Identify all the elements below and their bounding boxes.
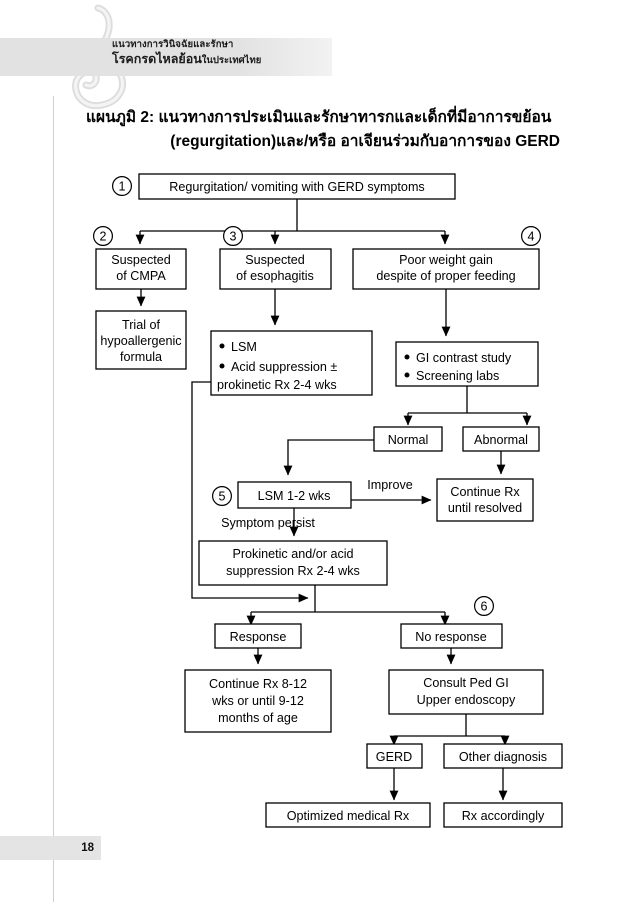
node-lsm12-box — [237, 481, 352, 509]
node-cmpa-line-1: Suspected — [111, 253, 171, 267]
node-gi-bullet-1: GI contrast study — [416, 351, 512, 365]
edge-normal-to-lsm12 — [283, 439, 374, 476]
marker-6-label: 6 — [481, 600, 488, 614]
marker-4-circle — [520, 226, 541, 247]
node-prokinetic-box — [198, 540, 388, 586]
node-consult-line-1: Consult Ped GI — [423, 676, 508, 690]
node-lsm-bullet-1: LSM — [231, 340, 257, 354]
node-abnormal-label: Abnormal — [474, 433, 528, 447]
node-esophagitis-line-2: of esophagitis — [236, 269, 314, 283]
node-weight-line-2: despite of proper feeding — [376, 269, 515, 283]
node-lsm-box — [210, 330, 373, 396]
node-cont812-line-2: wks or until 9-12 — [211, 694, 304, 708]
node-continue-line-2: until resolved — [448, 501, 522, 515]
node-no-response-label: No response — [415, 630, 486, 644]
page-title: แผนภูมิ 2: แนวทางการประเมินและรักษาทารกแ… — [86, 106, 564, 153]
node-optimized-box — [265, 802, 431, 828]
node-optimized-label: Optimized medical Rx — [287, 809, 410, 823]
node-esophagitis-line-1: Suspected — [245, 253, 305, 267]
node-trial-line-2: hypoallergenic — [100, 334, 181, 348]
marker-1-circle — [111, 176, 132, 197]
page-title-line-1: แผนภูมิ 2: แนวทางการประเมินและรักษาทารกแ… — [86, 109, 552, 126]
bullet-icon — [404, 354, 410, 360]
edge-lsm-return — [191, 381, 309, 603]
node-normal-label: Normal — [388, 433, 429, 447]
node-gerd-label: GERD — [376, 750, 412, 764]
node-cmpa-line-2: of CMPA — [116, 269, 166, 283]
header-line-2: โรคกรดไหลย้อนในประเทศไทย — [112, 52, 332, 67]
node-continue-line-1: Continue Rx — [450, 485, 520, 499]
node-cont812-line-3: months of age — [218, 711, 298, 725]
bullet-icon — [219, 343, 225, 349]
node-cont812-line-1: Continue Rx 8-12 — [209, 677, 307, 691]
node-cont812-box — [184, 669, 332, 733]
marker-1-label: 1 — [119, 180, 126, 194]
node-consult-line-2: Upper endoscopy — [417, 693, 516, 707]
edge-label-symptom-persist: Symptom persist — [221, 516, 315, 530]
node-normal-box — [373, 426, 443, 452]
marker-5-label: 5 — [219, 490, 226, 504]
node-response-box — [214, 623, 302, 649]
header-line-1: แนวทางการวินิจฉัยและรักษา — [112, 39, 234, 50]
node-continue-box — [436, 478, 534, 522]
header-band — [0, 38, 332, 76]
bullet-icon — [404, 372, 410, 378]
marker-5-circle — [212, 486, 233, 507]
node-other-dx-box — [443, 743, 563, 769]
header-title: แนวทางการวินิจฉัยและรักษา โรคกรดไหลย้อนใ… — [112, 39, 332, 67]
node-abnormal-box — [462, 426, 540, 452]
node-other-dx-label: Other diagnosis — [459, 750, 547, 764]
marker-4-label: 4 — [528, 230, 535, 244]
node-lsm-bullet-2-cont: prokinetic Rx 2-4 wks — [217, 378, 337, 392]
marker-3-label: 3 — [230, 230, 237, 244]
node-weight-line-1: Poor weight gain — [399, 253, 493, 267]
marker-2-circle — [92, 226, 113, 247]
node-rx-accordingly-box — [443, 802, 563, 828]
footer-band — [0, 836, 101, 860]
marker-3-circle — [223, 226, 244, 247]
page-spine-line — [53, 96, 54, 902]
node-lsm-bullet-2: Acid suppression ± — [231, 360, 337, 374]
node-prokinetic-line-2: suppression Rx 2-4 wks — [226, 564, 360, 578]
node-response-label: Response — [230, 630, 287, 644]
header-line-2-bold: โรคกรดไหลย้อน — [112, 51, 202, 66]
page-number: 18 — [81, 842, 94, 854]
node-lsm12-label: LSM 1-2 wks — [258, 489, 331, 503]
node-gi-box — [395, 341, 539, 387]
node-trial-line-1: Trial of — [122, 318, 161, 332]
marker-6-circle — [474, 595, 495, 616]
bullet-icon — [219, 363, 225, 369]
marker-2-label: 2 — [100, 230, 107, 244]
node-trial-line-3: formula — [120, 350, 162, 364]
node-rx-accordingly-label: Rx accordingly — [462, 809, 545, 823]
node-gi-bullet-2: Screening labs — [416, 369, 499, 383]
node-start-label: Regurgitation/ vomiting with GERD sympto… — [169, 180, 424, 194]
node-trial-box — [95, 310, 187, 370]
node-prokinetic-line-1: Prokinetic and/or acid — [232, 547, 353, 561]
edge-label-improve: Improve — [367, 478, 413, 492]
page-title-line-2: (regurgitation)และ/หรือ อาเจียนร่วมกับอา… — [170, 132, 560, 150]
node-consult-box — [388, 669, 544, 715]
header-line-2-thin: ในประเทศไทย — [201, 54, 262, 66]
